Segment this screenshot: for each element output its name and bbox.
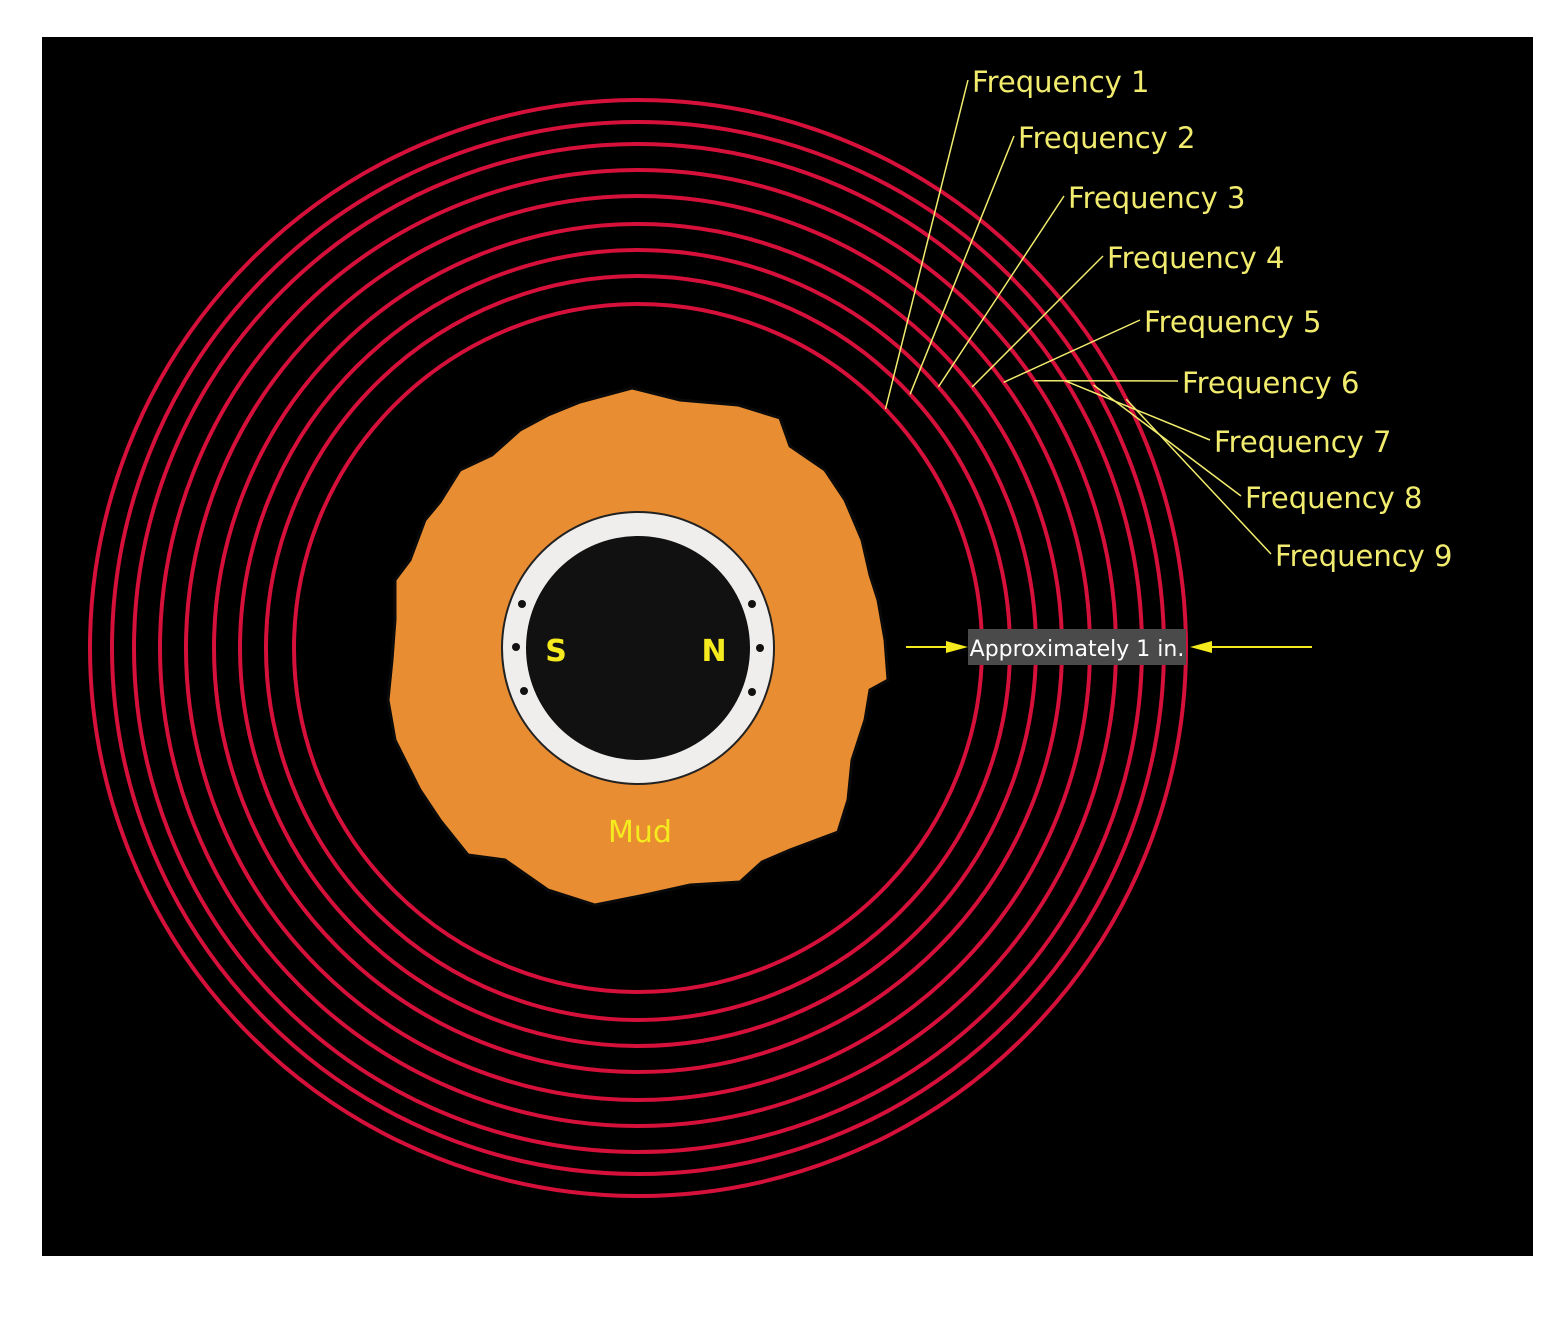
frequency-label-7: Frequency 7	[1214, 425, 1391, 459]
arrow-left-icon-head	[1190, 641, 1212, 653]
frequency-leader-3	[937, 195, 1065, 388]
frequency-label-3: Frequency 3	[1068, 181, 1245, 215]
south-pole-label: S	[545, 634, 567, 669]
frequency-leader-lines	[884, 79, 1272, 555]
magnet-core	[526, 536, 750, 760]
collar-dot	[520, 687, 528, 695]
callout-text: Approximately 1 in.	[970, 637, 1185, 662]
collar-dot	[756, 644, 764, 652]
frequency-leader-4	[971, 255, 1104, 388]
callout-box	[968, 629, 1186, 665]
frequency-label-4: Frequency 4	[1107, 241, 1284, 275]
frequency-label-1: Frequency 1	[972, 65, 1149, 99]
frequency-leader-5	[1003, 319, 1141, 383]
collar-dot	[512, 643, 520, 651]
frequency-label-6: Frequency 6	[1182, 366, 1359, 400]
frequency-label-2: Frequency 2	[1018, 121, 1195, 155]
frequency-leader-9	[1125, 398, 1272, 555]
collar-dot	[518, 600, 526, 608]
mud-label: Mud	[608, 815, 672, 850]
north-pole-label: N	[701, 634, 726, 669]
frequency-leader-2	[909, 135, 1015, 395]
frequency-leader-8	[1093, 384, 1242, 497]
frequency-labels: Frequency 1 Frequency 2 Frequency 3 Frequen…	[972, 65, 1452, 573]
collar-dot	[748, 600, 756, 608]
frequency-label-8: Frequency 8	[1245, 481, 1422, 515]
collar-dot	[748, 688, 756, 696]
frequency-leader-1	[884, 79, 969, 410]
frequency-label-9: Frequency 9	[1275, 539, 1452, 573]
frequency-label-5: Frequency 5	[1144, 305, 1321, 339]
arrow-right-icon-head	[946, 641, 968, 653]
